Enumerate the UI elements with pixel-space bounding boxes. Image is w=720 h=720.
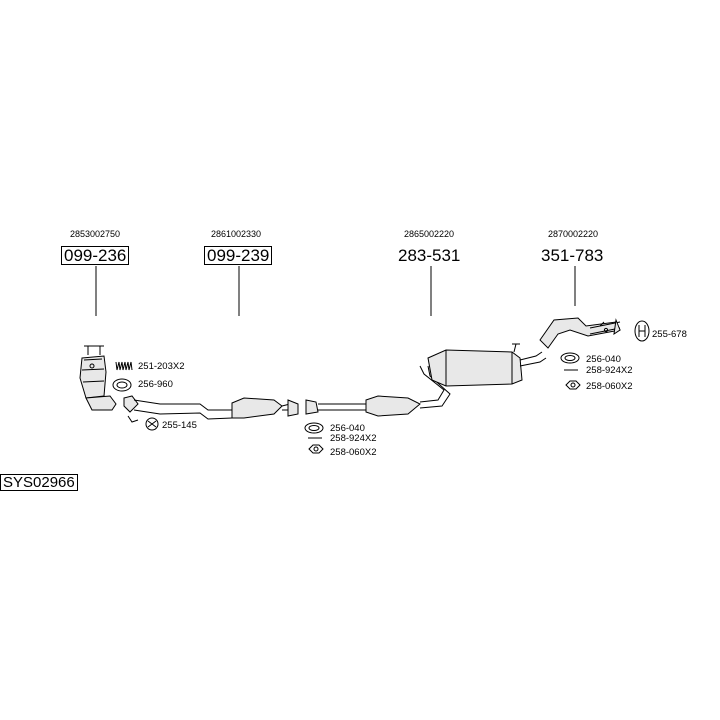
fitting-label-rear-256-040[interactable]: 256-040: [586, 354, 621, 365]
mid-nut-icon: [308, 444, 324, 454]
fitting-label-rear-258-060[interactable]: 258-060X2: [586, 381, 633, 392]
fitting-label-mid-258-924[interactable]: 258-924X2: [330, 433, 377, 444]
section-code-4: 2870002220: [548, 229, 599, 239]
mid-nut-hole-icon: [313, 446, 319, 452]
spring-fitting-icon: [115, 361, 133, 371]
section-code-1: 2853002750: [70, 229, 121, 239]
fitting-label-255-145[interactable]: 255-145: [162, 420, 197, 431]
fitting-label-251-203[interactable]: 251-203X2: [138, 361, 185, 372]
mid-gasket-icon: [304, 422, 324, 434]
catalytic-converter-part[interactable]: [79, 345, 117, 411]
fitting-label-255-678[interactable]: 255-678: [652, 329, 687, 340]
fitting-label-mid-258-060[interactable]: 258-060X2: [330, 447, 377, 458]
tailpipe-part[interactable]: [539, 317, 621, 349]
rear-gasket-icon: [560, 352, 580, 364]
rubber-mount-icon: [634, 320, 650, 342]
rear-muffler-part[interactable]: [427, 343, 547, 387]
part-number-099-236[interactable]: 099-236: [61, 246, 130, 265]
front-pipe-part[interactable]: [123, 395, 299, 420]
rear-nut-hole-icon: [570, 382, 576, 388]
part-number-283-531[interactable]: 283-531: [398, 246, 461, 265]
fitting-label-mid-256-040[interactable]: 256-040: [330, 423, 365, 434]
mid-gasket-inner-icon: [308, 425, 320, 431]
center-pipe-part[interactable]: [305, 365, 451, 417]
fitting-label-256-960[interactable]: 256-960: [138, 379, 173, 390]
clamp-cross-icon: [147, 420, 157, 428]
part-number-351-783[interactable]: 351-783: [541, 246, 604, 265]
rubber-mount-h-icon: [638, 325, 646, 337]
gasket-ring-icon: [112, 378, 132, 392]
rear-gasket-inner-icon: [564, 355, 576, 361]
fitting-label-rear-258-924[interactable]: 258-924X2: [586, 365, 633, 376]
pipe-hanger-icon: [127, 415, 139, 423]
gasket-ring-inner-icon: [116, 381, 128, 389]
clamp-icon: [145, 417, 159, 431]
rear-nut-icon: [565, 380, 581, 390]
part-number-099-239[interactable]: 099-239: [204, 246, 273, 265]
section-code-3: 2865002220: [404, 229, 455, 239]
section-code-2: 2861002330: [211, 229, 262, 239]
system-id-label: SYS02966: [0, 474, 78, 491]
